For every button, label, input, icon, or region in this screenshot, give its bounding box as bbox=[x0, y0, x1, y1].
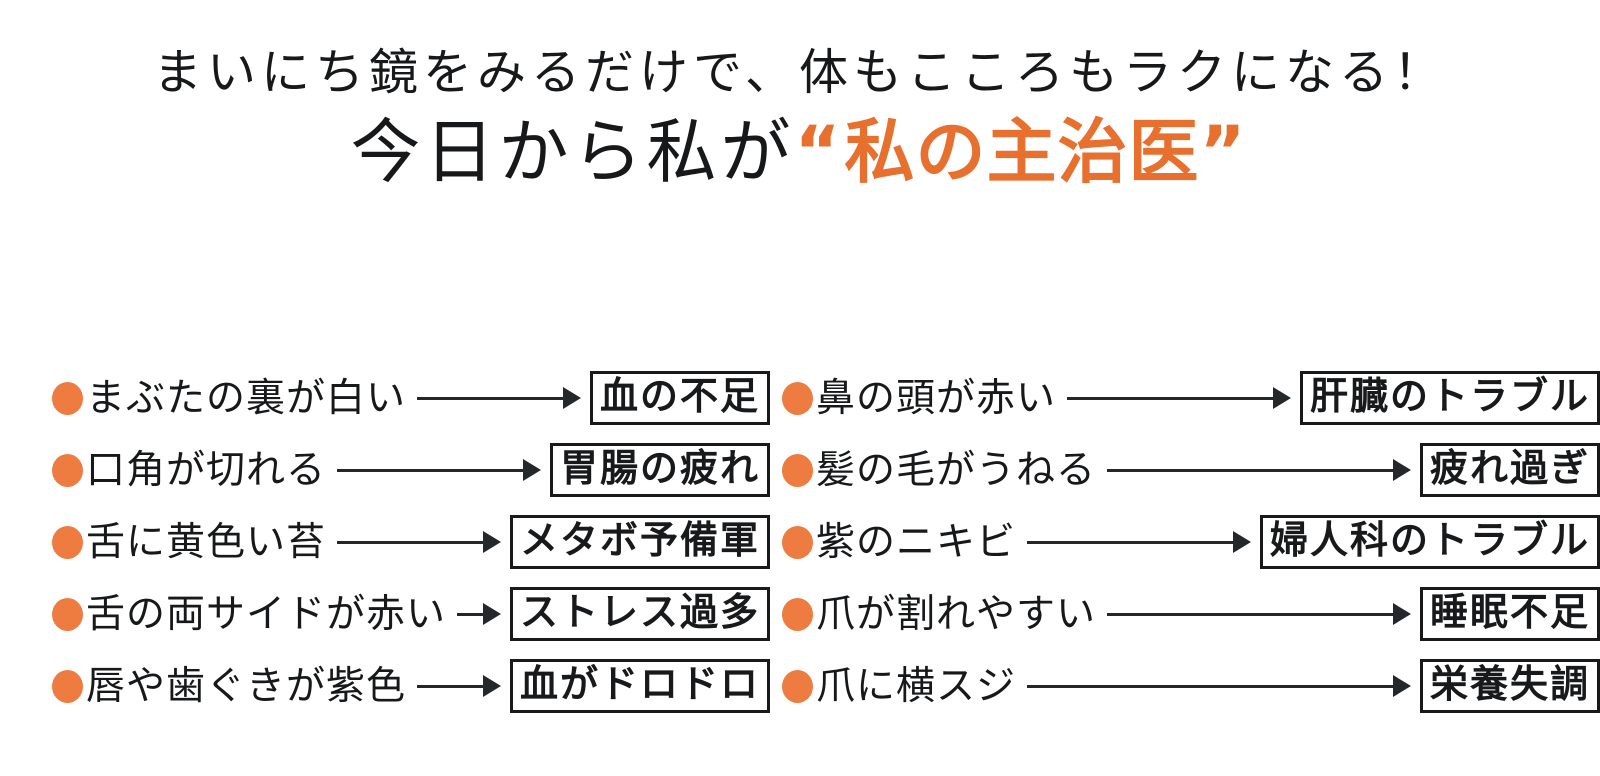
bullet-icon bbox=[52, 597, 83, 631]
result-label: 疲れ過ぎ bbox=[1429, 446, 1590, 491]
bullet-icon bbox=[782, 525, 813, 559]
symptom-label: まぶたの裏が白い bbox=[86, 375, 407, 421]
symptom-label: 爪に横スジ bbox=[816, 663, 1017, 709]
arrow-head bbox=[482, 603, 501, 625]
arrow-icon bbox=[337, 531, 501, 553]
symptom-label: 紫のニキビ bbox=[816, 519, 1017, 565]
symptom-row: 紫のニキビ 婦人科のトラブル bbox=[782, 506, 1600, 578]
headline-line-1: まいにち鏡をみるだけで、体もこころもラクになる！ bbox=[152, 44, 1448, 101]
arrow-head bbox=[482, 675, 501, 697]
arrow-head bbox=[562, 387, 581, 409]
result-box: 血の不足 bbox=[589, 371, 770, 425]
result-box: ストレス過多 bbox=[509, 587, 770, 641]
quote-close-mark: ” bbox=[1199, 110, 1250, 193]
symptom-column-left: まぶたの裏が白い 血の不足 口角が切れる 胃腸の疲れ bbox=[0, 362, 770, 722]
result-box: 胃腸の疲れ bbox=[549, 443, 770, 497]
result-label: 睡眠不足 bbox=[1429, 590, 1590, 635]
result-label: ストレス過多 bbox=[519, 590, 760, 635]
bullet-icon bbox=[782, 453, 813, 487]
quote-open-mark: “ bbox=[794, 110, 845, 193]
result-label: 婦人科のトラブル bbox=[1269, 518, 1590, 563]
symptom-row: 爪が割れやすい 睡眠不足 bbox=[782, 578, 1600, 650]
result-label: メタボ予備軍 bbox=[519, 518, 760, 563]
symptom-row: 髪の毛がうねる 疲れ過ぎ bbox=[782, 434, 1600, 506]
symptom-row: 舌の両サイドが赤い ストレス過多 bbox=[52, 578, 770, 650]
symptom-label: 爪が割れやすい bbox=[816, 591, 1097, 637]
arrow-icon bbox=[417, 675, 501, 697]
symptom-row: まぶたの裏が白い 血の不足 bbox=[52, 362, 770, 434]
symptom-label: 髪の毛がうねる bbox=[816, 447, 1097, 493]
arrow-icon bbox=[1107, 603, 1411, 625]
bullet-icon bbox=[52, 381, 83, 415]
headline-block: まいにち鏡をみるだけで、体もこころもラクになる！ 今日から私が“私の主治医” bbox=[0, 44, 1600, 191]
arrow-shaft bbox=[457, 612, 486, 616]
symptom-label: 口角が切れる bbox=[86, 447, 327, 493]
symptom-label: 舌の両サイドが赤い bbox=[86, 591, 447, 637]
arrow-icon bbox=[457, 603, 501, 625]
headline-line-2: 今日から私が“私の主治医” bbox=[0, 110, 1600, 193]
arrow-head bbox=[1272, 387, 1291, 409]
arrow-shaft bbox=[417, 684, 486, 688]
symptom-row: 爪に横スジ 栄養失調 bbox=[782, 650, 1600, 722]
symptom-row: 唇や歯ぐきが紫色 血がドロドロ bbox=[52, 650, 770, 722]
result-label: 肝臓のトラブル bbox=[1309, 374, 1590, 419]
arrow-head bbox=[522, 459, 541, 481]
result-box: 睡眠不足 bbox=[1419, 587, 1600, 641]
result-box: 疲れ過ぎ bbox=[1419, 443, 1600, 497]
arrow-icon bbox=[337, 459, 541, 481]
result-label: 栄養失調 bbox=[1429, 662, 1590, 707]
result-box: 婦人科のトラブル bbox=[1259, 515, 1600, 569]
arrow-head bbox=[1392, 459, 1411, 481]
arrow-shaft bbox=[417, 396, 566, 400]
arrow-icon bbox=[1027, 675, 1411, 697]
arrow-shaft bbox=[1107, 612, 1396, 616]
arrow-head bbox=[1392, 603, 1411, 625]
arrow-shaft bbox=[1067, 396, 1276, 400]
headline-accent-text: 私の主治医 bbox=[844, 110, 1200, 193]
symptom-label: 舌に黄色い苔 bbox=[86, 519, 327, 565]
arrow-head bbox=[482, 531, 501, 553]
arrow-icon bbox=[417, 387, 581, 409]
result-label: 胃腸の疲れ bbox=[559, 446, 760, 491]
arrow-icon bbox=[1027, 531, 1251, 553]
result-box: 肝臓のトラブル bbox=[1299, 371, 1600, 425]
bullet-icon bbox=[52, 669, 83, 703]
bullet-icon bbox=[52, 525, 83, 559]
arrow-shaft bbox=[1027, 540, 1236, 544]
arrow-shaft bbox=[337, 468, 526, 472]
bullet-icon bbox=[782, 669, 813, 703]
symptom-label: 鼻の頭が赤い bbox=[816, 375, 1057, 421]
result-box: 血がドロドロ bbox=[509, 659, 770, 713]
headline-line-2-prefix: 今日から私が bbox=[350, 110, 795, 193]
bullet-icon bbox=[52, 453, 83, 487]
symptom-row: 舌に黄色い苔 メタボ予備軍 bbox=[52, 506, 770, 578]
arrow-head bbox=[1232, 531, 1251, 553]
arrow-shaft bbox=[1027, 684, 1396, 688]
symptom-columns: まぶたの裏が白い 血の不足 口角が切れる 胃腸の疲れ bbox=[0, 362, 1600, 722]
arrow-icon bbox=[1067, 387, 1291, 409]
arrow-shaft bbox=[337, 540, 486, 544]
result-box: メタボ予備軍 bbox=[509, 515, 770, 569]
bullet-icon bbox=[782, 381, 813, 415]
arrow-icon bbox=[1107, 459, 1411, 481]
arrow-shaft bbox=[1107, 468, 1396, 472]
result-label: 血がドロドロ bbox=[519, 662, 760, 707]
symptom-row: 口角が切れる 胃腸の疲れ bbox=[52, 434, 770, 506]
symptom-row: 鼻の頭が赤い 肝臓のトラブル bbox=[782, 362, 1600, 434]
bullet-icon bbox=[782, 597, 813, 631]
symptom-label: 唇や歯ぐきが紫色 bbox=[86, 663, 407, 709]
result-box: 栄養失調 bbox=[1419, 659, 1600, 713]
symptom-column-right: 鼻の頭が赤い 肝臓のトラブル 髪の毛がうねる 疲れ過ぎ bbox=[770, 362, 1600, 722]
result-label: 血の不足 bbox=[599, 374, 760, 419]
arrow-head bbox=[1392, 675, 1411, 697]
